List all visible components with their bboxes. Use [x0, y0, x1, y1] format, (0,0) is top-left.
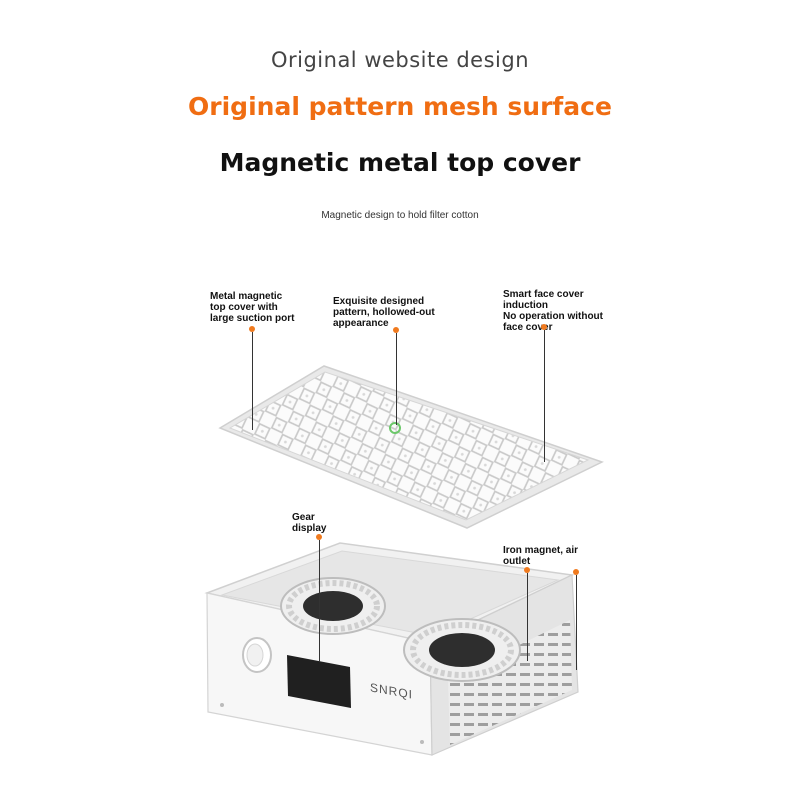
callout-dot [541, 324, 547, 330]
fan-right [403, 618, 521, 682]
callout-gear-display: Gear display [292, 512, 327, 534]
sensor-indicator [389, 422, 401, 434]
callout-dot [524, 567, 530, 573]
mesh-top-cover [218, 365, 604, 529]
callout-smart-induction: Smart face cover induction No operation … [503, 289, 603, 333]
leader-line [544, 330, 545, 462]
tagline: Original website design [270, 48, 530, 72]
callout-pattern: Exquisite designed pattern, hollowed-out… [333, 296, 435, 329]
fan-left [280, 577, 386, 635]
device-body [204, 542, 579, 756]
callout-dot [393, 327, 399, 333]
headline: Original pattern mesh surface [188, 92, 612, 121]
leader-line [252, 332, 253, 430]
subheadline: Magnetic metal top cover [219, 148, 581, 177]
leader-line [396, 333, 397, 425]
gear-display-window [287, 655, 351, 708]
control-knob [242, 637, 272, 673]
callout-dot [249, 326, 255, 332]
description-note: Magnetic design to hold filter cotton [321, 210, 479, 221]
leader-line [576, 575, 577, 670]
callout-dot [316, 534, 322, 540]
callout-iron-magnet: Iron magnet, air outlet [503, 545, 579, 567]
leader-line [319, 540, 320, 662]
callout-dot [573, 569, 579, 575]
leader-line [527, 573, 528, 661]
callout-metal-cover: Metal magnetic top cover with large suct… [210, 291, 295, 324]
